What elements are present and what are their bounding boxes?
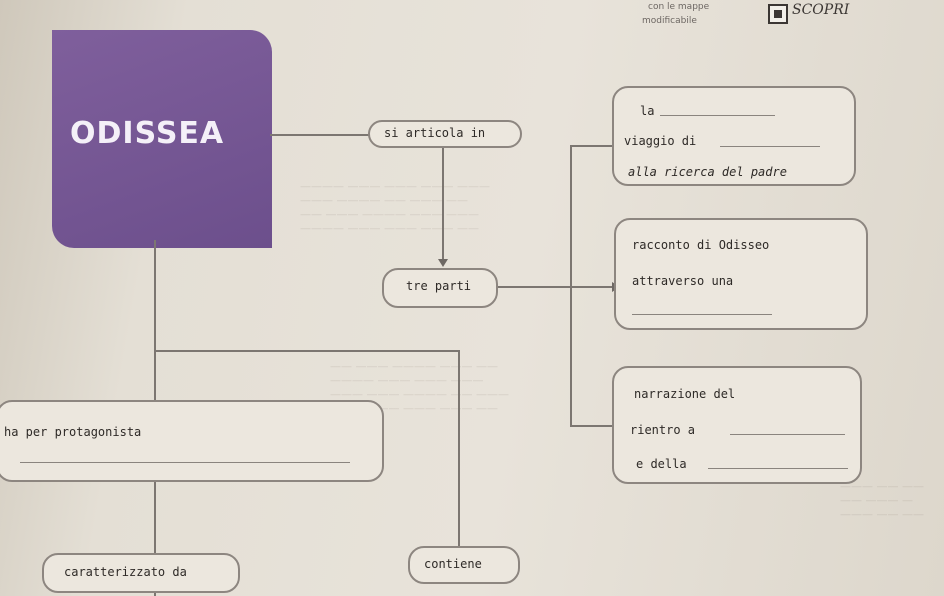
connector-title-to-node: [270, 134, 370, 136]
blank-line[interactable]: [660, 115, 775, 116]
blank-line[interactable]: [720, 146, 820, 147]
node-tre-parti: [382, 268, 498, 308]
node-si-articola: [368, 120, 522, 148]
box2-line2: attraverso una: [632, 274, 734, 288]
qr-code-icon[interactable]: [768, 4, 788, 24]
answer-box-3: [612, 366, 862, 484]
answer-box-protagonista: [0, 400, 384, 482]
connector-horizontal-mid: [154, 350, 459, 352]
node-contiene-label: contiene: [424, 557, 482, 571]
blank-line[interactable]: [730, 434, 845, 435]
arrow-down-icon: [438, 259, 448, 267]
box3-line3: e della: [636, 457, 687, 471]
node-si-articola-label: si articola in: [384, 126, 486, 140]
answer-box-2: [614, 218, 868, 330]
box1-line2: viaggio di: [624, 134, 697, 148]
connector-to-box2: [495, 286, 613, 288]
box1-line3: alla ricerca del padre: [628, 165, 787, 179]
box3-line1: narrazione del: [634, 387, 736, 401]
box3-line2: rientro a: [630, 423, 696, 437]
connector-to-box3: [570, 425, 615, 427]
header-line-2: modificabile: [642, 16, 697, 26]
box2-line1: racconto di Odisseo: [632, 238, 770, 252]
blank-line[interactable]: [708, 468, 848, 469]
blank-line[interactable]: [20, 462, 350, 463]
box1-line1: la: [640, 104, 655, 118]
connector-node-vertical: [442, 146, 444, 261]
node-caratterizzato: [42, 553, 240, 593]
page-title: ODISSEA: [70, 116, 225, 151]
ghost-text: ———— ——— ——— ——— —————— ———— —— ——— ————…: [300, 180, 490, 235]
node-caratterizzato-label: caratterizzato da: [64, 565, 187, 579]
blank-line[interactable]: [632, 314, 772, 315]
connector-center-vertical: [458, 350, 460, 550]
handwritten-scribble: SCOPRI: [792, 2, 850, 18]
connector-to-box1: [570, 145, 615, 147]
title-block: [52, 30, 272, 248]
node-contiene: [408, 546, 520, 584]
ghost-text: ——— —— ———— ——— ———— —— ——: [840, 480, 924, 521]
node-tre-parti-label: tre parti: [406, 279, 472, 293]
header-line-1: con le mappe: [648, 2, 710, 12]
protagonista-label: ha per protagonista: [4, 425, 142, 439]
answer-box-1: [612, 86, 856, 186]
